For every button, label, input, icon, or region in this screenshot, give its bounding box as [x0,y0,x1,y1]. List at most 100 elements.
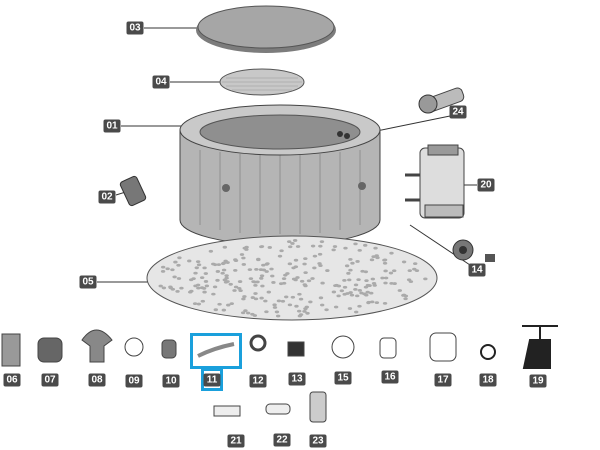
part-18[interactable] [480,344,496,360]
ground-cloth-dot [371,281,377,285]
part-pump-unit[interactable] [405,144,465,219]
ground-cloth-dot [222,245,228,249]
part-06[interactable] [1,333,21,367]
label-23[interactable]: 23 [309,434,327,448]
ground-cloth-dot [308,300,313,304]
label-24[interactable]: 24 [449,105,467,119]
ground-cloth-dot [286,240,292,244]
label-03[interactable]: 03 [126,21,144,35]
ground-cloth-dot [254,267,259,271]
part-23[interactable] [309,391,327,423]
ground-cloth-dot [213,308,219,312]
label-19[interactable]: 19 [529,374,547,388]
label-18[interactable]: 18 [479,373,497,387]
part-08[interactable] [81,329,113,363]
ground-cloth-dot [215,278,220,282]
ground-cloth-dot [353,287,358,291]
label-17[interactable]: 17 [434,373,452,387]
ground-cloth-dot [275,314,281,318]
ground-cloth-dot [401,260,407,264]
label-09[interactable]: 09 [125,374,143,388]
ground-cloth-dot [239,253,245,256]
label-12[interactable]: 12 [249,374,267,388]
ground-cloth-dot [355,260,360,263]
part-10[interactable] [161,339,177,359]
part-spa-tub[interactable] [179,104,381,246]
selected-label-highlight [201,368,223,391]
part-22[interactable] [265,403,291,415]
ground-cloth-dot [238,289,243,293]
ground-cloth-dot [278,282,284,286]
ground-cloth-dot [226,303,231,307]
ground-cloth-dot [165,267,170,271]
selected-part-highlight [190,333,242,369]
part-19[interactable] [522,325,558,369]
ground-cloth-dot [389,251,394,255]
part-17[interactable] [429,332,457,362]
ground-cloth-dot [370,300,375,304]
ground-cloth-dot [353,242,358,246]
ground-cloth-dot [297,314,303,318]
part-14-valve[interactable] [452,239,495,262]
part-16[interactable] [379,337,397,359]
ground-cloth-dot [336,294,341,298]
label-16[interactable]: 16 [381,370,399,384]
ground-cloth-dot [161,286,167,290]
ground-cloth-dot [303,257,308,261]
ground-cloth-dot [305,311,310,315]
ground-cloth-dot [232,289,237,292]
label-01[interactable]: 01 [103,119,121,133]
ground-cloth-dot [267,246,272,249]
ground-cloth-dot [366,300,371,304]
part-12[interactable] [249,334,267,352]
label-08[interactable]: 08 [88,373,106,387]
ground-cloth-dot [365,283,371,287]
part-safety-buckle[interactable] [119,175,147,207]
ground-cloth-dot [208,249,214,253]
ground-cloth-dot [223,259,228,263]
ground-cloth-dot [228,282,233,286]
part-cover[interactable] [196,5,336,53]
label-07[interactable]: 07 [41,373,59,387]
label-22[interactable]: 22 [273,433,291,447]
label-04[interactable]: 04 [152,75,170,89]
ground-cloth-dot [295,276,300,279]
ground-cloth-dot [383,269,388,273]
ground-cloth-dot [250,296,256,299]
ground-cloth-dot [403,297,408,301]
part-ground-cloth[interactable] [146,235,438,321]
part-24-connector[interactable] [418,87,465,114]
part-inflatable-lid[interactable] [219,68,305,96]
part-07[interactable] [37,337,63,363]
label-20[interactable]: 20 [477,178,495,192]
label-10[interactable]: 10 [162,374,180,388]
label-05[interactable]: 05 [79,275,97,289]
ground-cloth-dot [354,310,359,314]
ground-cloth-dot [382,301,388,305]
part-15[interactable] [331,335,355,359]
label-13[interactable]: 13 [288,372,306,386]
ground-cloth-dot [287,262,293,266]
ground-cloth-dot [264,270,269,273]
label-11[interactable]: 11 [203,373,221,387]
part-13[interactable] [287,341,305,357]
ground-cloth-dot [413,262,418,266]
ground-cloth-dot [158,284,163,288]
ground-cloth-dot [266,290,271,294]
label-06[interactable]: 06 [3,373,21,387]
label-21[interactable]: 21 [227,434,245,448]
ground-cloth-dot [370,277,376,281]
ground-cloth-dot [265,262,270,266]
label-15[interactable]: 15 [334,371,352,385]
part-09[interactable] [124,337,144,357]
label-02[interactable]: 02 [98,190,116,204]
ground-cloth-dot [222,278,227,282]
label-14[interactable]: 14 [468,263,486,277]
ground-cloth-dot [160,265,166,269]
ground-cloth-dot [193,271,198,275]
part-11[interactable] [197,342,235,358]
ground-cloth-dot [344,264,350,268]
ground-cloth-dot [375,256,380,260]
part-21[interactable] [213,405,241,417]
